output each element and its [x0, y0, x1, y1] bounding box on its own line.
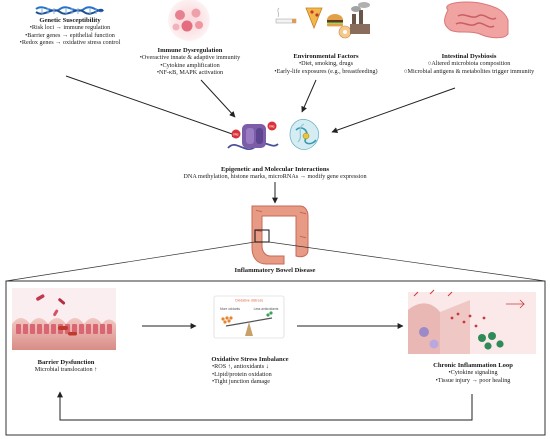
intestinal-item-2: ○Microbial antigens & metabolites trigge… — [403, 67, 535, 75]
zoom-line-right — [268, 241, 546, 282]
environmental-title: Environmental Factors — [293, 53, 359, 60]
oxidative-item-3: •Tight junction damage — [212, 378, 270, 386]
oxidative-balance-icon: Oxidative distress More oxidants Less an… — [213, 295, 285, 339]
immune-factor-block: Immune Dysregulation •Overactive innate … — [130, 47, 250, 77]
chronic-block: Chronic Inflammation Loop •Cytokine sign… — [416, 362, 530, 384]
genetic-factor-block: Genetic Susceptibility •Risk loci → immu… — [0, 17, 140, 47]
methyl-badge-left: Me — [233, 133, 238, 137]
ibd-title: Inflammatory Bowel Disease — [234, 267, 316, 274]
epigenetic-title: Epigenetic and Molecular Interactions — [220, 166, 330, 173]
oxidative-item-2: •Lipid/protein oxidation — [212, 370, 272, 378]
zoom-region-marker — [254, 229, 270, 243]
environmental-factor-block: Environmental Factors •Diet, smoking, dr… — [264, 53, 388, 75]
colon-icon — [251, 205, 309, 265]
arrow-environment-to-epigenetic — [301, 79, 317, 113]
chronic-item-1: •Cytokine signaling — [448, 369, 498, 377]
intestine-icon — [444, 1, 509, 39]
barrier-subtitle: Microbial translocation ↑ — [34, 366, 98, 374]
oxidative-inset-title: Oxidative distress — [235, 299, 264, 303]
feedback-loop-arrow — [57, 391, 473, 421]
genetic-title: Genetic Susceptibility — [39, 17, 101, 24]
donut-icon — [338, 25, 352, 39]
arrow-dysbiosis-to-epigenetic — [331, 87, 456, 134]
pizza-icon — [305, 7, 323, 30]
intestinal-item-1: ○Altered microbiota composition — [427, 60, 511, 68]
environmental-item-1: •Diet, smoking, drugs — [298, 60, 354, 68]
dna-helix-icon — [35, 6, 104, 15]
oxidative-block: Oxidative Stress Imbalance •ROS ↑, antio… — [196, 356, 304, 386]
intestinal-factor-block: Intestinal Dysbiosis ○Altered microbiota… — [390, 53, 548, 75]
oxidative-item-1: •ROS ↑, antioxidants ↓ — [212, 363, 269, 371]
immune-cells-icon — [168, 0, 210, 41]
arrow-immune-to-epigenetic — [200, 79, 236, 118]
chronic-title: Chronic Inflammation Loop — [433, 362, 513, 369]
microrna-protein-icon — [289, 118, 320, 150]
factory-icon — [350, 2, 370, 34]
immune-item-2: •Cytokine amplification — [160, 61, 220, 69]
arrow-genetic-to-epigenetic — [65, 75, 239, 138]
immune-item-3: •NF-κB, MAPK activation — [156, 69, 224, 77]
zoom-line-left — [5, 241, 256, 282]
genetic-item-1: •Risk loci → immune regulation — [29, 24, 111, 32]
intestinal-title: Intestinal Dysbiosis — [441, 53, 497, 60]
epigenetic-subtitle: DNA methylation, histone marks, microRNA… — [183, 173, 367, 181]
cigarette-icon — [275, 7, 297, 24]
burger-icon — [327, 14, 343, 27]
more-oxidants-label: More oxidants — [220, 307, 240, 311]
immune-item-1: •Overactive innate & adaptive immunity — [139, 54, 241, 62]
genetic-item-3: •Redox genes → oxidative stress control — [19, 39, 121, 47]
barrier-block: Barrier Dysfunction Microbial translocat… — [14, 359, 118, 374]
less-antioxidants-label: Less antioxidants — [254, 307, 279, 311]
inflammation-tissue-icon — [408, 289, 536, 354]
epithelial-barrier-icon — [12, 288, 116, 350]
environmental-item-2: •Early-life exposures (e.g., breastfeedi… — [274, 67, 378, 75]
mechanism-panel-frame — [5, 280, 546, 436]
barrier-title: Barrier Dysfunction — [37, 359, 95, 366]
genetic-item-2: •Barrier genes → epithelial function — [25, 31, 115, 39]
immune-title: Immune Dysregulation — [157, 47, 223, 54]
nucleosome-icon: Me Me — [227, 121, 279, 151]
oxidative-title: Oxidative Stress Imbalance — [211, 356, 289, 363]
epigenetic-block: Epigenetic and Molecular Interactions DN… — [175, 166, 375, 181]
methyl-badge-right: Me — [269, 125, 274, 129]
chronic-item-2: •Tissue injury → poor healing — [435, 376, 511, 384]
